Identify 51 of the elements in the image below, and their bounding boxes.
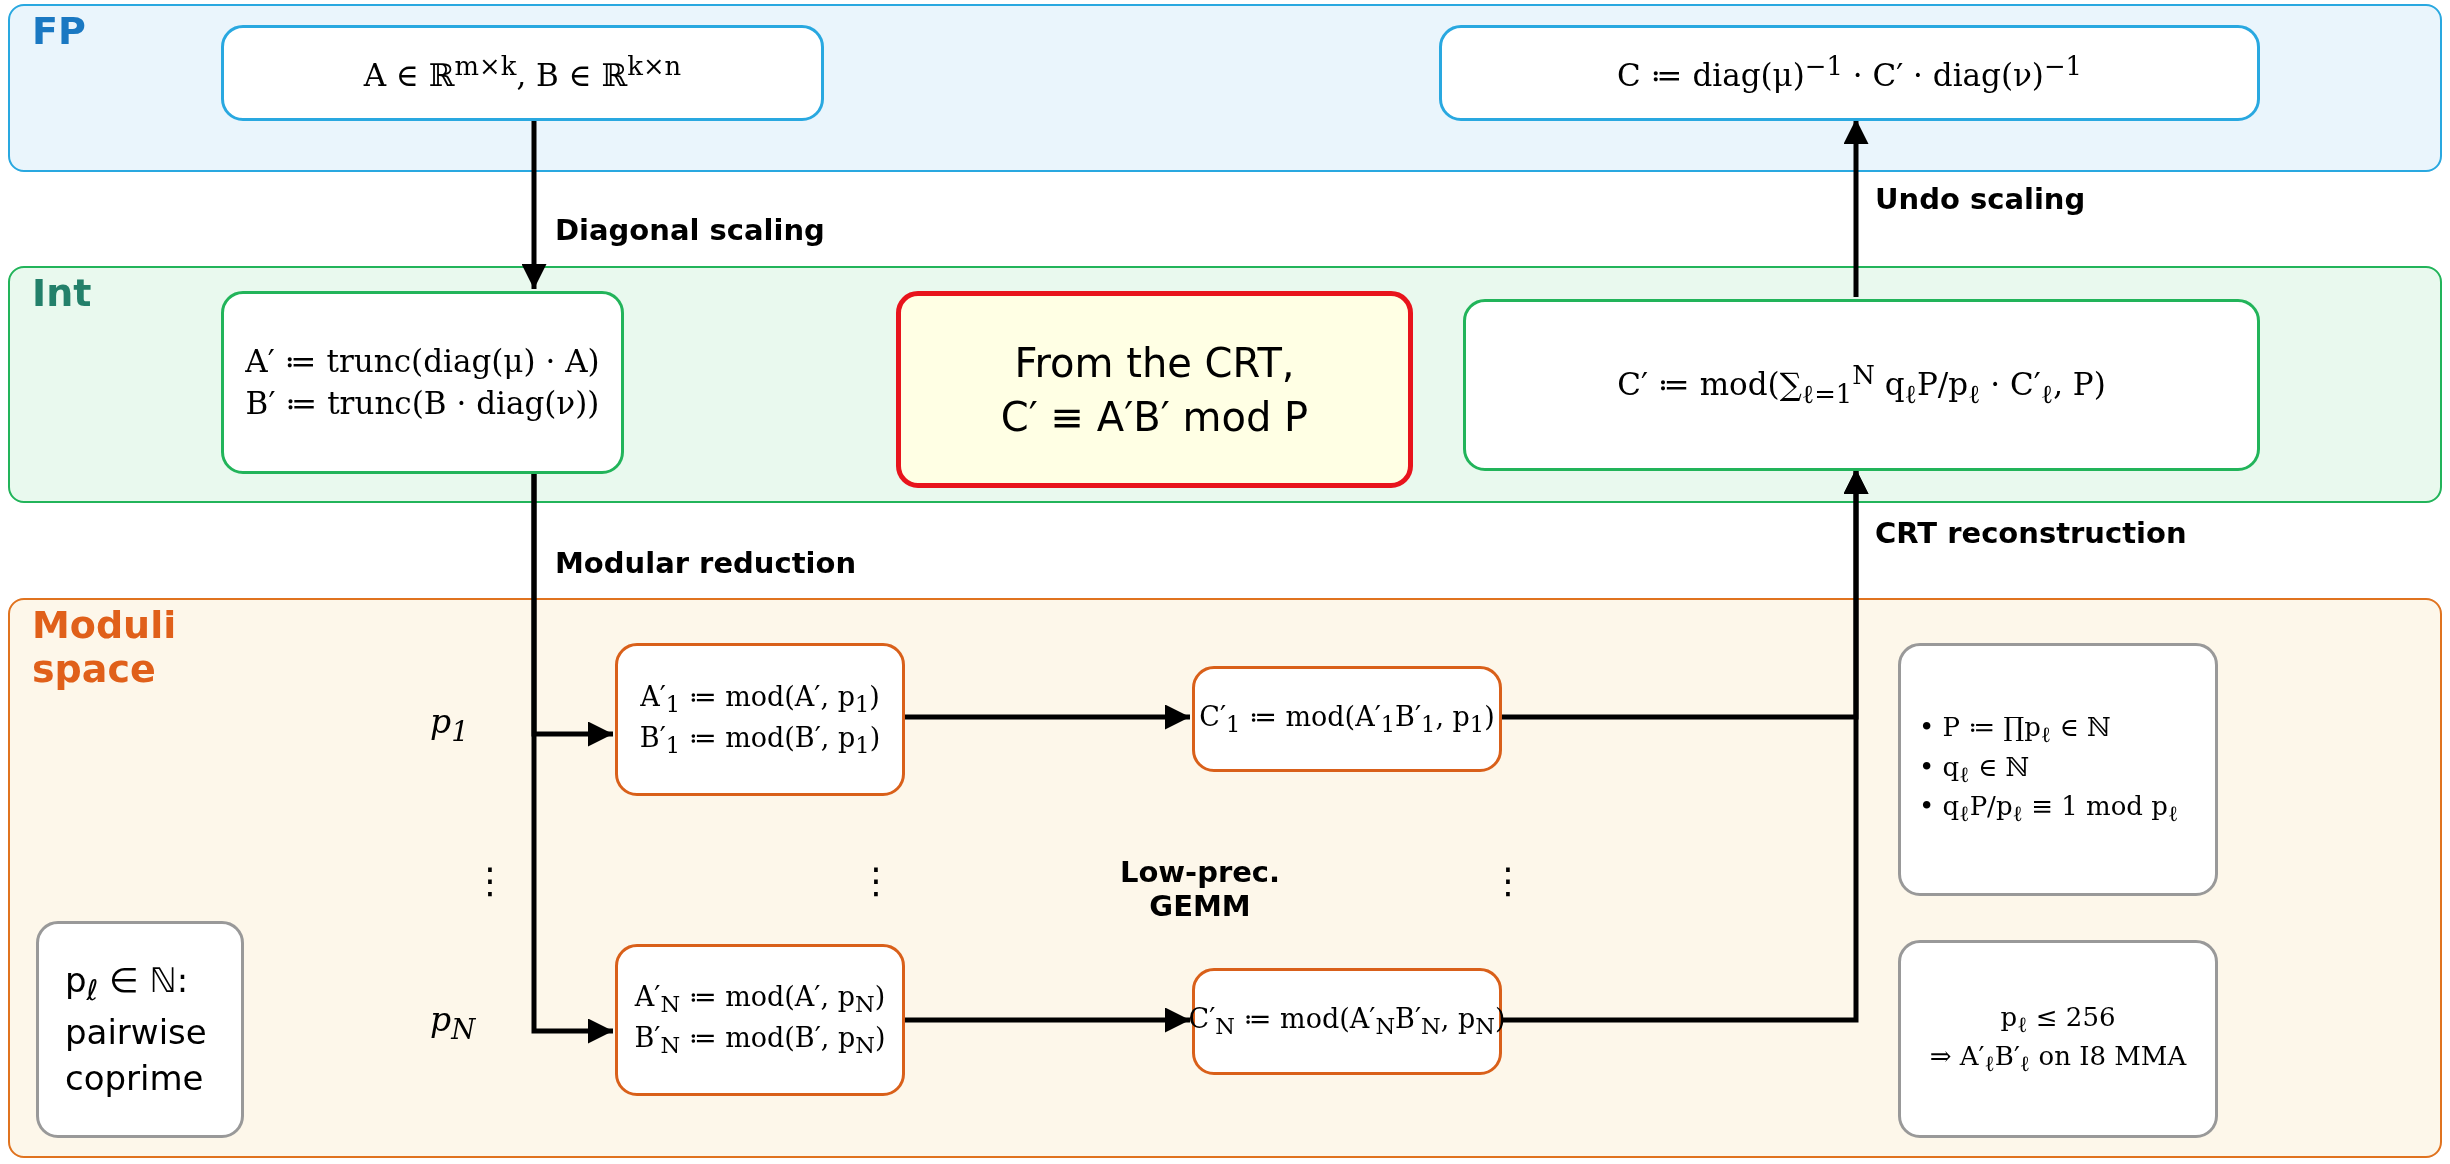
formula: • q$_{ℓ}$ ∈ ℕ (1919, 750, 2030, 789)
input-box (221, 25, 824, 121)
formula: • q$_{ℓ}$P/p$_{ℓ}$ ≡ 1 mod p$_{ℓ}$ (1919, 790, 2179, 829)
edge-label: Undo scaling (1875, 182, 2086, 216)
output-box (1439, 25, 2260, 121)
formula: ⇒ A′$_{ℓ}$B′$_{ℓ}$ on I8 MMA (1929, 1040, 2187, 1079)
formula: • P ≔ ∏p$_{ℓ}$ ∈ ℕ (1919, 711, 2111, 750)
arrow (903, 704, 1190, 730)
vertical-ellipsis: ⋮ (472, 860, 508, 901)
scaling-box (221, 291, 624, 474)
note-box (1898, 940, 2218, 1138)
arrow (531, 472, 613, 1044)
step-label: CRT reconstruction (1875, 516, 2187, 550)
edge-label: Diagonal scaling (555, 213, 825, 247)
edge-label: p$_{1}$ (430, 702, 469, 747)
formula: C′$_{1}$ ≔ mod(A′$_{1}$B′$_{1}$, p$_{1}$) (1199, 699, 1495, 739)
note-box (896, 291, 1413, 488)
reduction-box (615, 643, 905, 796)
formula: A ∈ ℝ$^{m×k}$, B ∈ ℝ$^{k×n}$ (363, 49, 682, 96)
formula: B′$_{N}$ ≔ mod(B′, p$_{N}$) (634, 1021, 886, 1061)
group-band (8, 4, 2442, 172)
note-text: p$_{ℓ}$ ∈ ℕ: pairwise coprime (65, 958, 208, 1100)
note-box (36, 921, 244, 1138)
gemm-box (1192, 968, 1502, 1075)
step-label: Low-prec. GEMM (1118, 855, 1282, 923)
vertical-ellipsis: ⋮ (1490, 860, 1526, 901)
reduction-box (615, 944, 905, 1096)
formula: C ≔ diag(μ)$^{−1}$ · C′ · diag(ν)$^{−1}$ (1616, 49, 2083, 96)
edge-label: p$_{N}$ (430, 1000, 476, 1045)
note-text: C′ ≡ A′B′ mod P (1000, 392, 1309, 442)
vertical-ellipsis: ⋮ (858, 860, 894, 901)
group-band (8, 598, 2442, 1158)
reconstruction-box (1463, 299, 2260, 471)
group-title: Int (32, 272, 93, 316)
note-box (1898, 643, 2218, 896)
formula: C′ ≔ mod(∑$_{ℓ=1}$$^{N}$ q$_{ℓ}$P/p$_{ℓ}$ · C′$_{ℓ}$, P) (1617, 359, 2106, 411)
group-band (8, 266, 2442, 503)
arrow (903, 1007, 1190, 1033)
arrow (521, 119, 547, 289)
formula: B′ ≔ trunc(B · diag(ν)) (245, 383, 600, 423)
formula: A′ ≔ trunc(diag(μ) · A) (245, 341, 600, 381)
arrow (1843, 119, 1869, 297)
step-label: Modular reduction (555, 546, 857, 580)
formula: B′$_{1}$ ≔ mod(B′, p$_{1}$) (639, 720, 881, 760)
note-text: From the CRT, (1014, 338, 1295, 388)
gemm-box (1192, 666, 1502, 772)
formula: A′$_{1}$ ≔ mod(A′, p$_{1}$) (640, 679, 880, 720)
group-title: FP (32, 10, 87, 54)
group-title: Moduli space (32, 604, 178, 692)
formula: p$_{ℓ}$ ≤ 256 (2000, 1000, 2116, 1039)
formula: A′$_{N}$ ≔ mod(A′, p$_{N}$) (634, 980, 886, 1020)
